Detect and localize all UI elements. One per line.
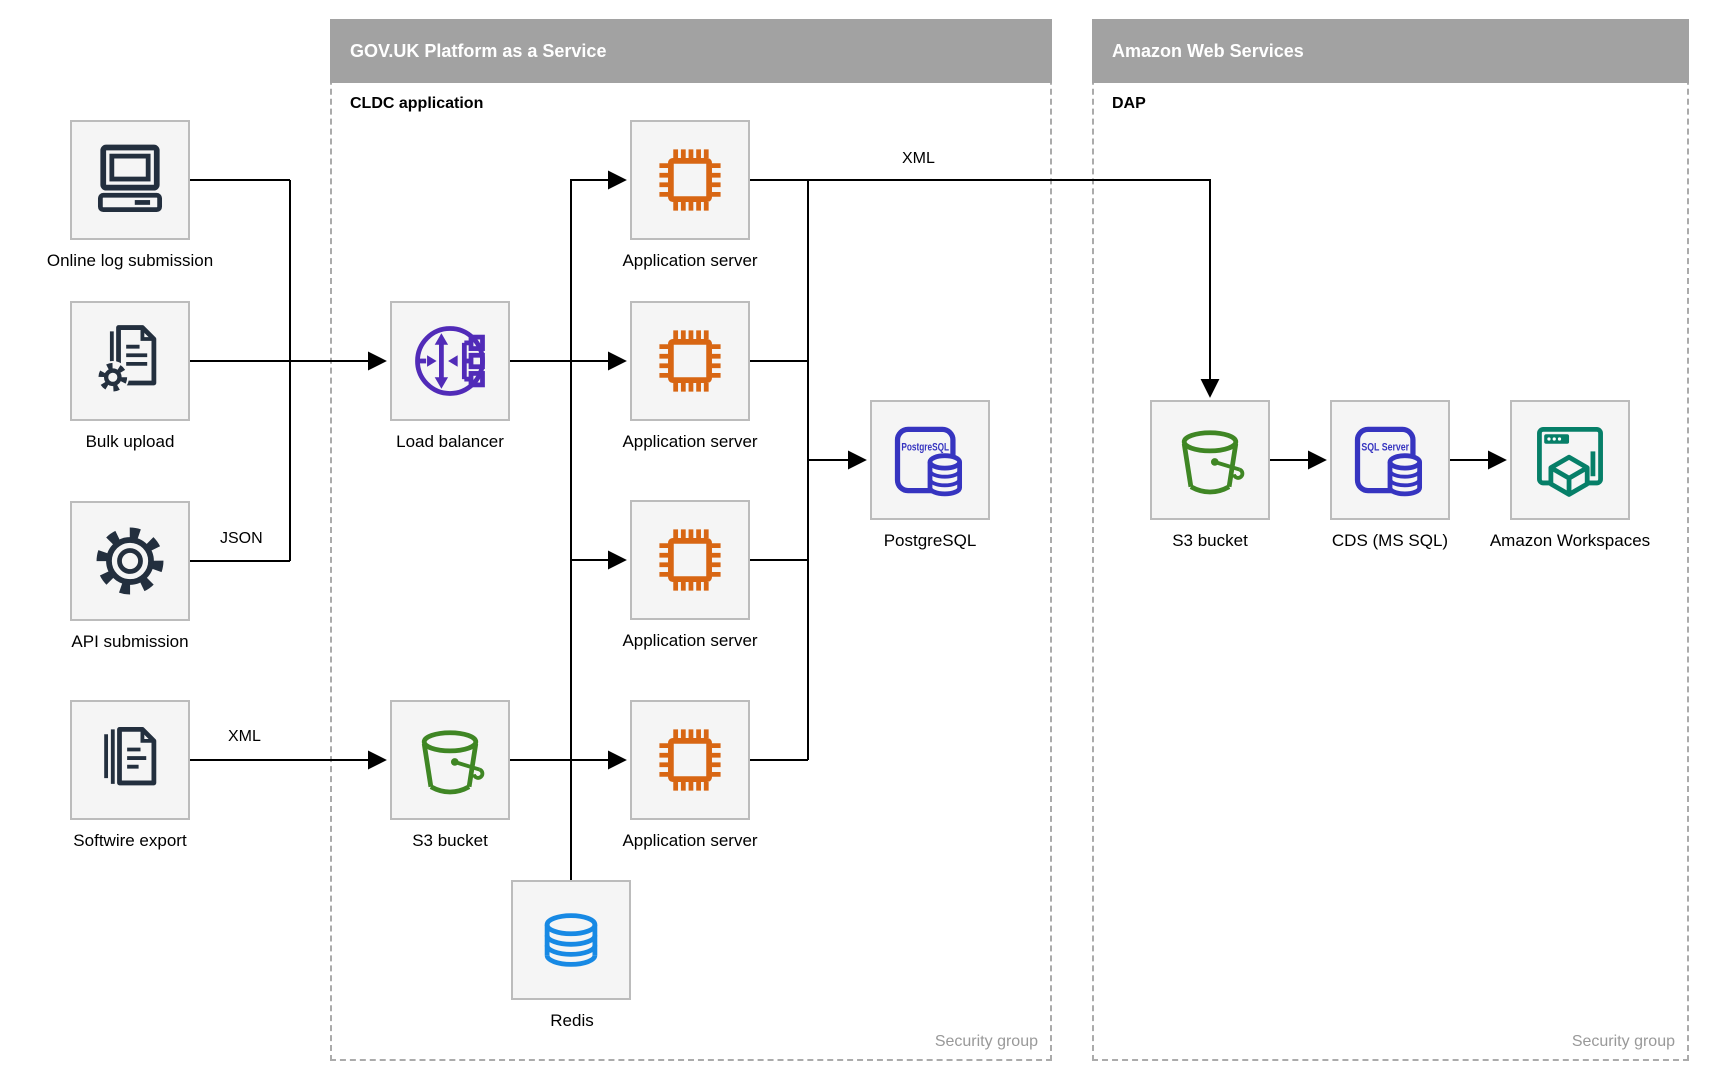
node-redis (511, 880, 631, 1000)
s3-bucket-icon (421, 730, 485, 795)
node-postgresql: PostgreSQL (870, 400, 990, 520)
security-group-label-paas: Security group (934, 1033, 1038, 1050)
node-label: Application server (622, 432, 758, 451)
workspaces-icon (1537, 427, 1603, 497)
gear-icon (96, 527, 164, 595)
node-label: Bulk upload (85, 432, 175, 451)
group-header-aws: Amazon Web Services (1092, 19, 1689, 83)
edge-app1-xml-to-aws-s3 (750, 179, 1220, 398)
group-sublabel-cldc-application: CLDC application (350, 95, 484, 112)
edge-label-xml-app-server: XML (899, 150, 938, 168)
node-load-balancer (390, 301, 510, 421)
node-label: Application server (622, 831, 758, 850)
load-balancer-icon (415, 326, 485, 396)
node-softwire-export (70, 700, 190, 820)
node-bulk-upload (70, 301, 190, 421)
edge-sources-merge (190, 179, 291, 562)
node-label: Application server (622, 631, 758, 650)
node-label: CDS (MS SQL) (1331, 531, 1449, 550)
group-amazon-web-services: Amazon Web Services DAP Security group (1092, 19, 1689, 1061)
node-application-server-1 (630, 120, 750, 240)
edge-label-xml-softwire: XML (225, 728, 264, 746)
group-govuk-paas: GOV.UK Platform as a Service CLDC applic… (330, 19, 1052, 1061)
edge-apps-to-collector (750, 360, 808, 761)
group-sublabel-dap: DAP (1112, 95, 1146, 112)
node-label: Application server (622, 251, 758, 270)
group-header-govuk-paas: GOV.UK Platform as a Service (330, 19, 1052, 83)
chip-icon (659, 149, 721, 211)
node-label: Load balancer (396, 432, 504, 451)
node-label: S3 bucket (412, 831, 488, 850)
document-gear-icon (96, 325, 157, 394)
node-label: Online log submission (46, 251, 214, 270)
chip-icon (659, 729, 721, 791)
node-amazon-workspaces (1510, 400, 1630, 520)
postgresql-wordmark: PostgreSQL (901, 441, 949, 453)
node-label: Amazon Workspaces (1489, 531, 1651, 550)
chip-icon (659, 529, 721, 591)
node-application-server-3 (630, 500, 750, 620)
sql-server-wordmark: SQL Server (1361, 441, 1409, 453)
documents-icon (104, 727, 157, 786)
redis-icon (544, 913, 598, 967)
node-label: S3 bucket (1172, 531, 1248, 550)
security-group-label-aws: Security group (1571, 1033, 1675, 1050)
sql-server-icon: SQL Server (1354, 426, 1423, 497)
node-label: Redis (550, 1011, 594, 1030)
node-label: API submission (71, 632, 189, 651)
node-s3-bucket-paas (390, 700, 510, 820)
node-api-submission (70, 501, 190, 621)
postgresql-icon: PostgreSQL (894, 426, 963, 497)
node-label: PostgreSQL (883, 531, 977, 550)
s3-bucket-icon (1181, 430, 1245, 495)
chip-icon (659, 330, 721, 392)
node-application-server-4 (630, 700, 750, 820)
desktop-computer-icon (97, 144, 163, 213)
node-online-log-submission (70, 120, 190, 240)
node-label: Softwire export (73, 831, 187, 850)
node-application-server-2 (630, 301, 750, 421)
edge-label-json: JSON (217, 530, 266, 548)
node-s3-bucket-aws (1150, 400, 1270, 520)
edge-fanout-to-app1-and-redis (570, 170, 627, 880)
node-cds-ms-sql: SQL Server (1330, 400, 1450, 520)
